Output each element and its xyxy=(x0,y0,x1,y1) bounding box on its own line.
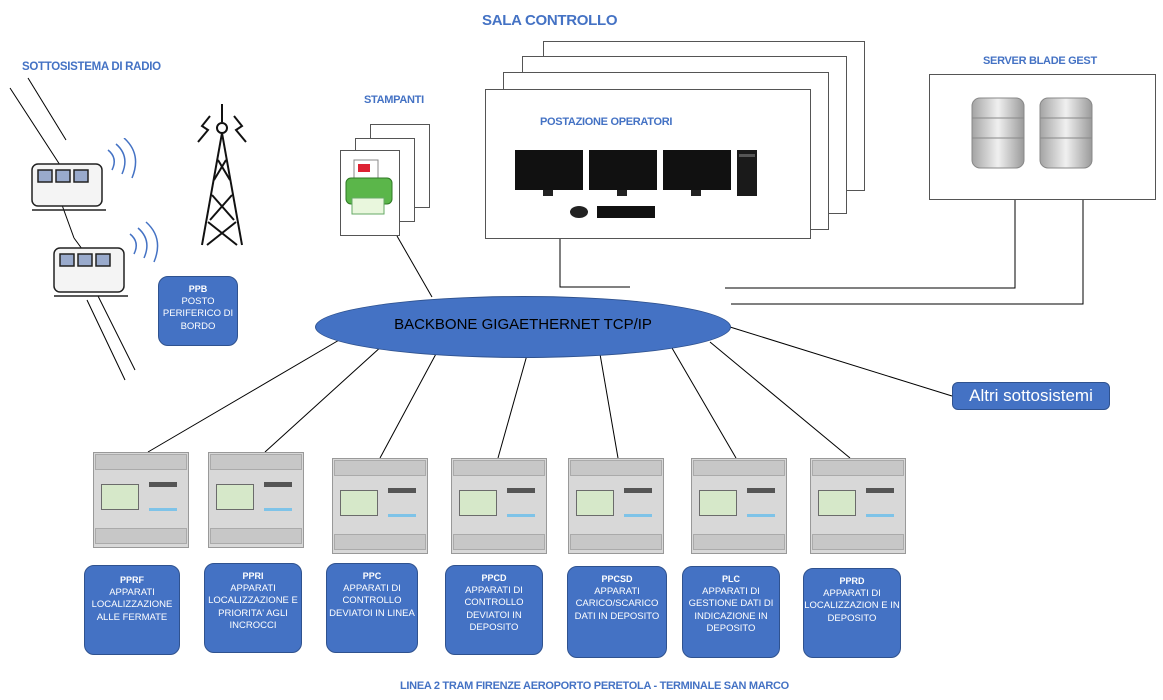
device-code: PPRI xyxy=(242,571,264,581)
ppb-box: PPB POSTO PERIFERICO DI BORDO xyxy=(158,276,238,346)
device-desc: APPARATI DI GESTIONE DATI DI INDICAZIONE… xyxy=(688,585,774,635)
printer-icon xyxy=(345,159,393,215)
device-box-ppcd: PPCD APPARATI DI CONTROLLO DEVIATOI IN D… xyxy=(445,565,543,655)
device-code: PPCSD xyxy=(601,574,633,584)
device-desc: APPARATI DI CONTROLLO DEVIATOI IN LINEA xyxy=(329,582,415,619)
device-desc: APPARATI LOCALIZZAZIONE E PRIORITA' AGLI… xyxy=(208,582,298,632)
device-code: PPC xyxy=(362,571,382,581)
device-box-plc: PLC APPARATI DI GESTIONE DATI DI INDICAZ… xyxy=(682,566,780,658)
sala-controllo-title: SALA CONTROLLO xyxy=(482,12,618,29)
device-desc: APPARATI DI LOCALIZZAZION E IN DEPOSITO xyxy=(804,587,900,624)
footer-title: LINEA 2 TRAM FIRENZE AEROPORTO PERETOLA … xyxy=(400,680,789,692)
device-code: PPRF xyxy=(119,575,144,585)
backbone-ellipse xyxy=(315,296,731,358)
radio-tower-icon xyxy=(197,104,247,246)
server-icon xyxy=(971,97,1093,169)
stampanti-title: STAMPANTI xyxy=(364,94,424,106)
monitor-icon xyxy=(515,150,757,218)
server-title: SERVER BLADE GEST xyxy=(983,55,1097,67)
device-box-ppri: PPRI APPARATI LOCALIZZAZIONE E PRIORITA'… xyxy=(204,563,302,653)
plc-icon xyxy=(332,458,428,554)
plc-icon xyxy=(568,458,664,554)
tram-icon xyxy=(31,138,137,211)
plc-icon xyxy=(451,458,547,554)
plc-icon xyxy=(810,458,906,554)
ppb-code: PPB xyxy=(188,284,208,294)
device-code: PLC xyxy=(722,574,740,584)
postazione-title: POSTAZIONE OPERATORI xyxy=(540,116,673,128)
backbone-label: BACKBONE GIGAETHERNET TCP/IP xyxy=(394,316,652,333)
device-box-pprd: PPRD APPARATI DI LOCALIZZAZION E IN DEPO… xyxy=(803,568,901,658)
plc-icon xyxy=(691,458,787,554)
plc-icon xyxy=(208,452,304,548)
tram-icon xyxy=(53,221,159,297)
altri-sottosistemi-box: Altri sottosistemi xyxy=(952,382,1110,410)
device-box-pprf: PPRF APPARATI LOCALIZZAZIONE ALLE FERMAT… xyxy=(84,565,180,655)
device-code: PPRD xyxy=(839,576,865,586)
plc-icon xyxy=(93,452,189,548)
device-desc: APPARATI CARICO/SCARICO DATI IN DEPOSITO xyxy=(574,585,660,622)
device-code: PPCD xyxy=(481,573,507,583)
device-box-ppcsd: PPCSD APPARATI CARICO/SCARICO DATI IN DE… xyxy=(567,566,667,658)
device-desc: APPARATI DI CONTROLLO DEVIATOI IN DEPOSI… xyxy=(464,584,524,634)
device-box-ppc: PPC APPARATI DI CONTROLLO DEVIATOI IN LI… xyxy=(326,563,418,653)
device-desc: APPARATI LOCALIZZAZIONE ALLE FERMATE xyxy=(91,586,173,623)
radio-title: SOTTOSISTEMA DI RADIO xyxy=(22,61,161,73)
ppb-desc: POSTO PERIFERICO DI BORDO xyxy=(162,295,234,332)
